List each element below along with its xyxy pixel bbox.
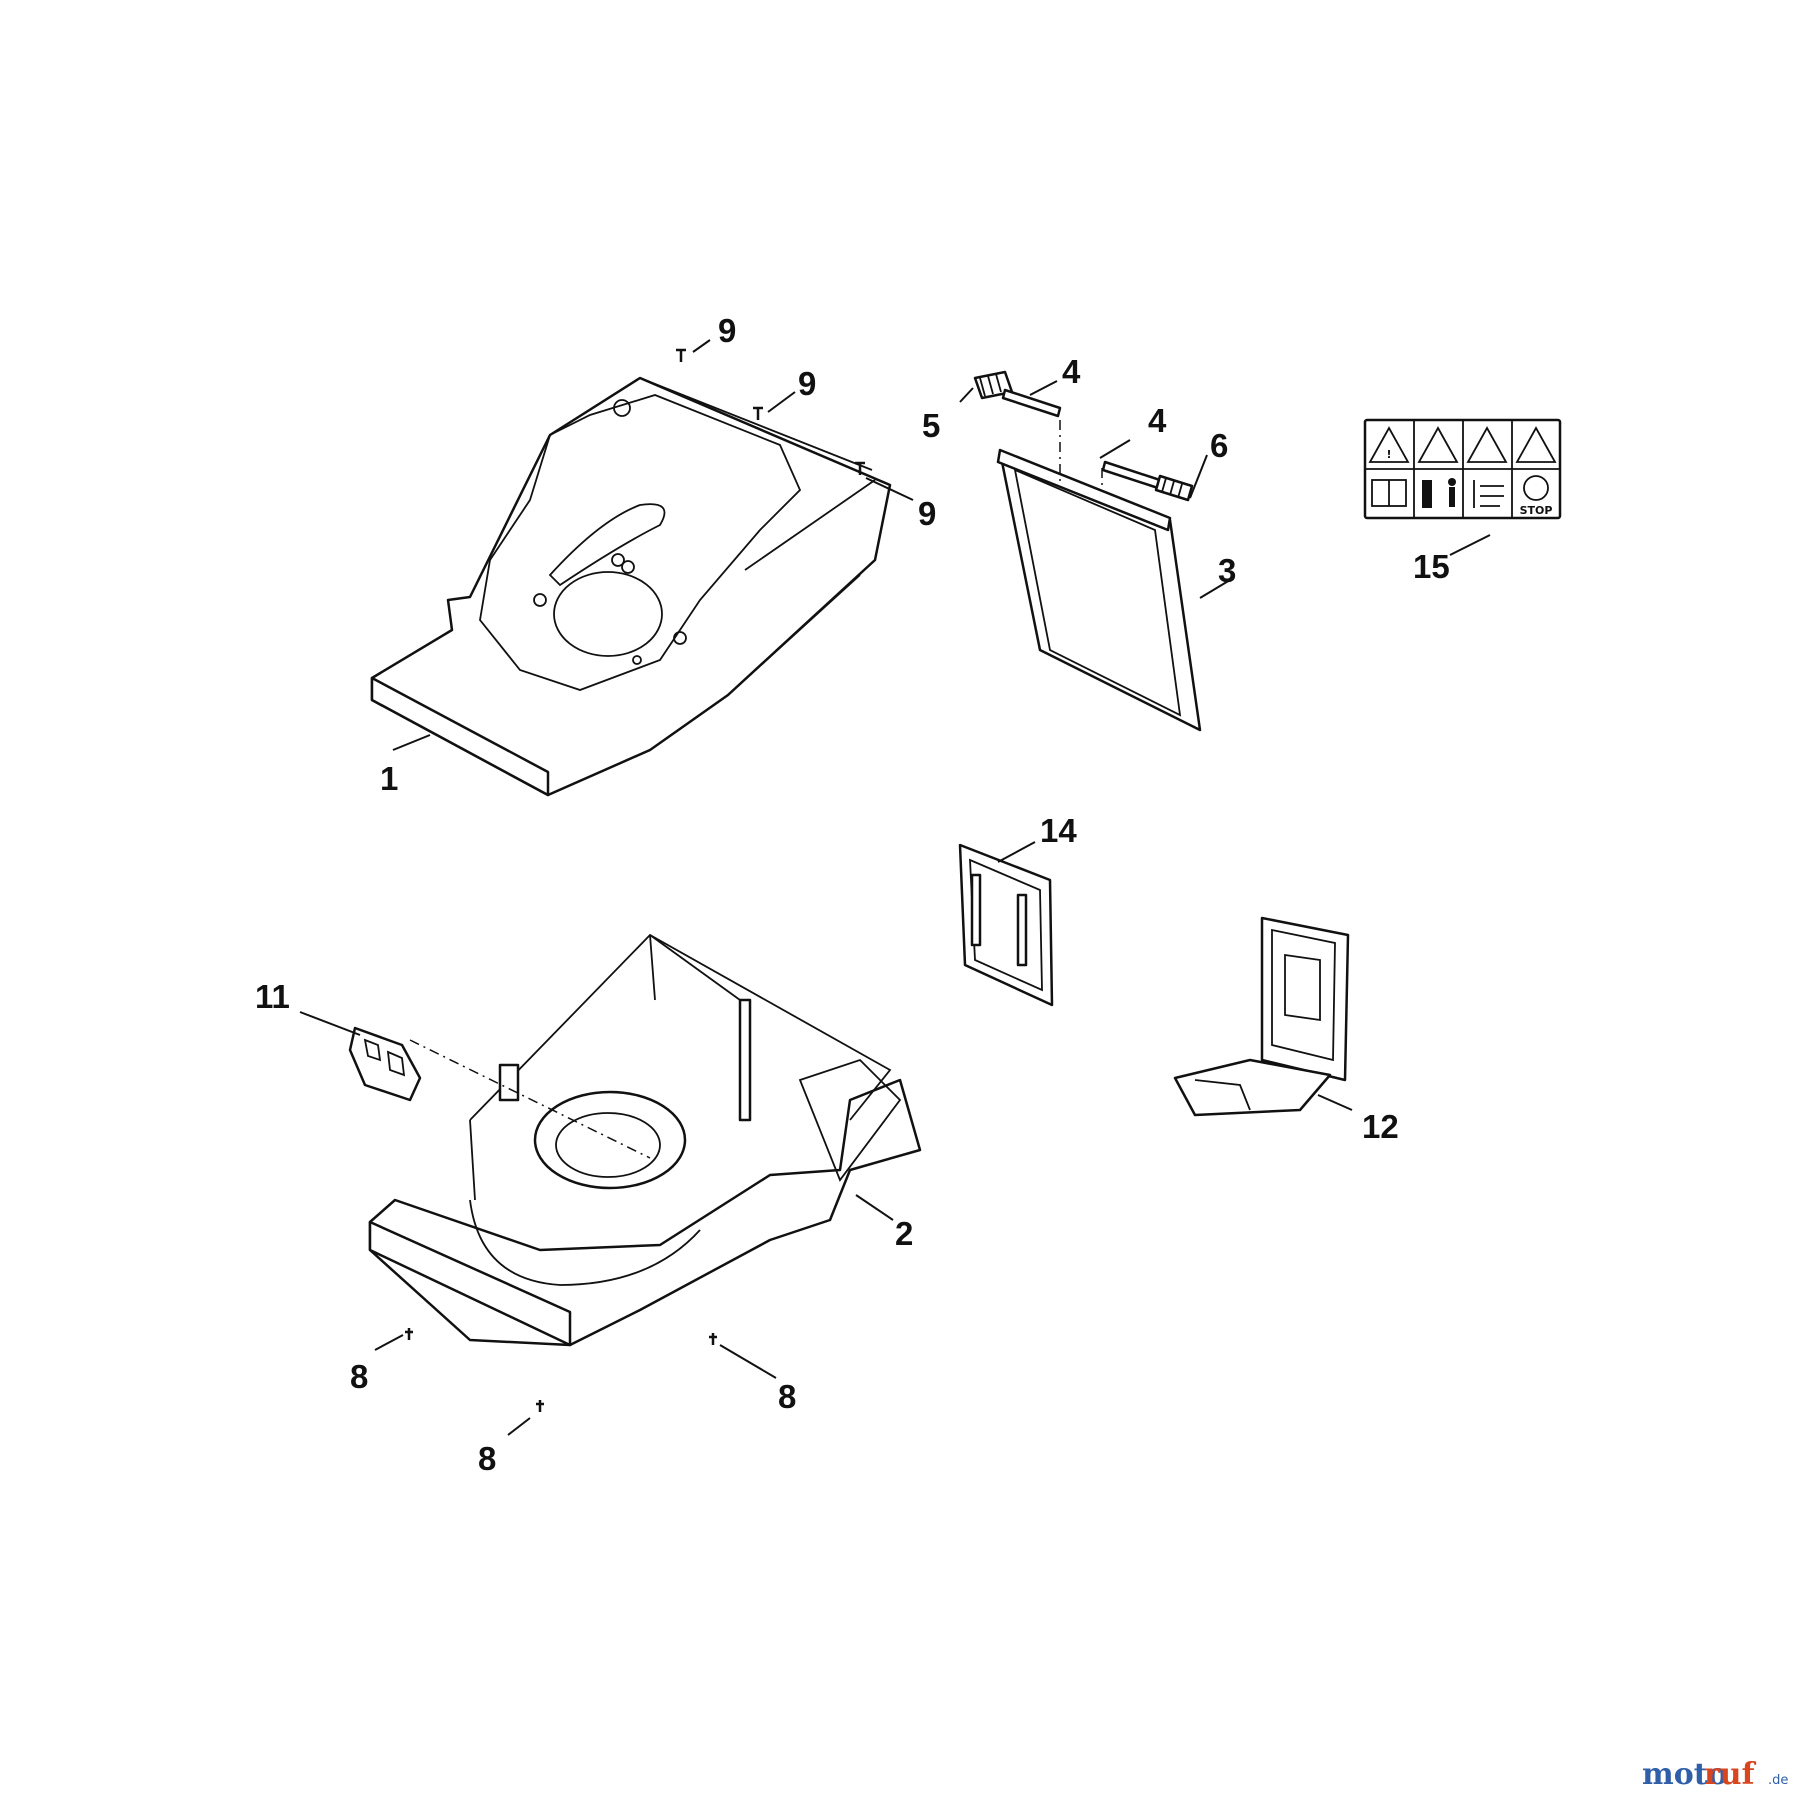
stop-blade-icon (1523, 475, 1549, 501)
callout-15: 15 (1413, 548, 1450, 585)
warning-triangle-icon (1368, 426, 1410, 463)
watermark-suffix: .de (1768, 1773, 1788, 1788)
clip-assembly-line (409, 1039, 651, 1159)
callout-8-right: 8 (778, 1378, 796, 1415)
callout-11: 11 (255, 978, 290, 1015)
unplug-icon (1473, 480, 1504, 508)
leader-lines (299, 339, 1491, 1436)
deck-cover-part-1 (370, 376, 892, 797)
pin-part-4-left (1001, 388, 1062, 418)
callout-9-top: 9 (718, 312, 736, 349)
hand-hazard-triangle-icon (1417, 426, 1459, 463)
callout-6: 6 (1210, 427, 1228, 464)
callout-3: 3 (1218, 552, 1236, 589)
callout-4-left: 4 (1062, 353, 1081, 390)
callout-14: 14 (1040, 812, 1077, 849)
debris-hazard-triangle-icon (1515, 426, 1557, 463)
callout-numbers: 9 9 9 1 4 4 5 6 3 15 14 12 11 2 8 8 8 (255, 312, 1450, 1477)
pin-part-4-right (1101, 460, 1162, 490)
spring-part-6 (1154, 474, 1194, 502)
callout-5: 5 (922, 407, 940, 444)
lower-housing-part-2 (368, 933, 922, 1347)
callout-9-right: 9 (918, 495, 936, 532)
callout-2: 2 (895, 1215, 913, 1252)
distance-person-icon (1422, 480, 1432, 508)
screws (405, 348, 865, 1412)
svg-text:!: ! (1386, 448, 1391, 461)
watermark-part1: moto (1642, 1757, 1728, 1792)
mulch-plug-part-12 (1173, 916, 1350, 1117)
rear-flap-part-3 (996, 448, 1202, 732)
baffle-plate-part-14 (958, 843, 1054, 1007)
foot-hazard-triangle-icon (1466, 426, 1508, 463)
callout-4-right: 4 (1148, 402, 1167, 439)
stop-text: STOP (1520, 504, 1553, 517)
warning-label-part-15: ! STOP (1363, 418, 1562, 520)
callout-1: 1 (380, 760, 398, 797)
callout-8-left: 8 (350, 1358, 368, 1395)
callout-9-middle: 9 (798, 365, 816, 402)
watermark-part2: ruf (1704, 1757, 1757, 1792)
site-watermark: moto ruf .de (1642, 1757, 1788, 1792)
clip-part-11 (348, 1026, 422, 1102)
callout-12: 12 (1362, 1108, 1399, 1145)
callout-8-bottom: 8 (478, 1440, 496, 1477)
